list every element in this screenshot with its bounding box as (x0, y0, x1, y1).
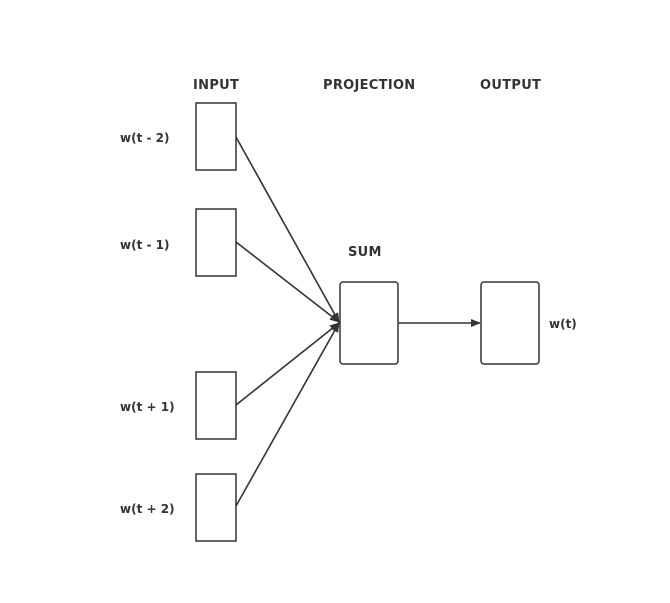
projection-header: PROJECTION (323, 78, 416, 93)
input-label-2: w(t - 1) (120, 238, 170, 252)
input-box-4 (195, 473, 237, 542)
sum-label: SUM (348, 245, 382, 260)
output-header: OUTPUT (480, 78, 542, 93)
projection-box (339, 281, 399, 365)
input-label-1: w(t - 2) (120, 131, 170, 145)
input-header: INPUT (193, 78, 240, 93)
input-label-3: w(t + 1) (120, 400, 175, 414)
output-box (480, 281, 540, 365)
input-box-3 (195, 371, 237, 440)
input-box-2 (195, 208, 237, 277)
arrow-input-1 (235, 136, 340, 323)
arrow-input-4 (235, 322, 340, 507)
input-label-4: w(t + 2) (120, 502, 175, 516)
arrow-input-2 (235, 241, 340, 323)
arrow-input-3 (235, 322, 340, 406)
output-label: w(t) (549, 317, 577, 331)
input-box-1 (195, 102, 237, 171)
